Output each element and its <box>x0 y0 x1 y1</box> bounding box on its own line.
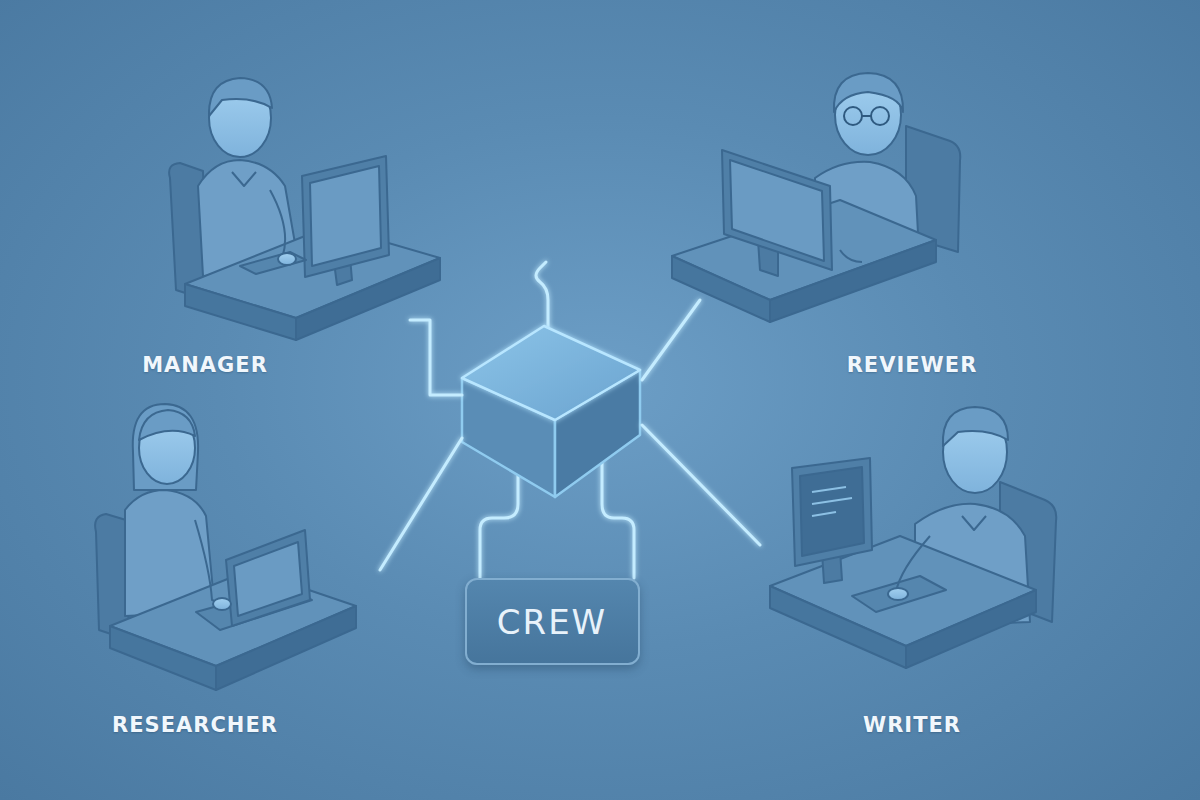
role-label: RESEARCHER <box>112 713 278 737</box>
manager-figure-part <box>185 284 296 340</box>
agent-station: REVIEWER <box>700 70 1020 380</box>
hub-cube <box>462 326 640 497</box>
connector-line <box>410 320 462 395</box>
crew-label: CREW <box>465 578 640 665</box>
reviewer-figure <box>672 73 960 322</box>
manager-figure-part <box>310 166 381 266</box>
reviewer-figure-part <box>862 115 871 117</box>
writer-figure-part <box>962 516 986 530</box>
writer-figure-part <box>943 407 1008 446</box>
manager-figure-part <box>209 79 271 157</box>
writer-figure-part <box>896 536 930 596</box>
manager-figure <box>169 78 440 340</box>
manager-figure-part <box>278 253 296 265</box>
reviewer-figure-part <box>834 73 903 112</box>
manager-figure-part <box>270 190 296 262</box>
researcher-figure-part <box>139 410 195 440</box>
connector-line <box>642 425 760 545</box>
manager-figure-part <box>240 252 306 274</box>
researcher-figure-part <box>234 542 302 616</box>
manager-figure-part <box>302 156 389 277</box>
connector-line <box>380 438 462 570</box>
reviewer-figure-part <box>730 160 824 261</box>
researcher-figure <box>95 404 356 690</box>
researcher-figure-part <box>133 404 198 490</box>
hub-cube-part <box>462 326 640 420</box>
connector-line <box>642 300 700 380</box>
writer-figure-part <box>800 467 864 556</box>
role-label: MANAGER <box>142 353 268 377</box>
writer-figure-part <box>888 588 908 600</box>
reviewer-figure-part <box>722 150 832 270</box>
role-label: WRITER <box>863 713 961 737</box>
manager-figure-part <box>232 172 256 186</box>
researcher-figure-part <box>226 530 310 626</box>
writer-figure-part <box>792 458 872 566</box>
reviewer-figure-part <box>871 107 889 125</box>
role-label: REVIEWER <box>847 353 978 377</box>
researcher-figure-part <box>110 626 216 690</box>
agent-station: MANAGER <box>120 70 410 380</box>
hub-wires-part <box>536 262 548 332</box>
agent-station: RESEARCHER <box>80 400 380 750</box>
writer-figure <box>770 407 1056 668</box>
writer-figure-part <box>906 590 1036 668</box>
crew-hub: CREW <box>462 320 642 670</box>
reviewer-figure-part <box>844 107 862 125</box>
researcher-figure-part <box>195 520 228 606</box>
agent-station: WRITER <box>760 400 1080 750</box>
researcher-figure-part <box>213 598 231 610</box>
manager-figure-part <box>209 78 272 116</box>
writer-figure-part <box>812 487 852 516</box>
reviewer-figure-part <box>672 256 770 322</box>
reviewer-figure-part <box>840 250 862 262</box>
